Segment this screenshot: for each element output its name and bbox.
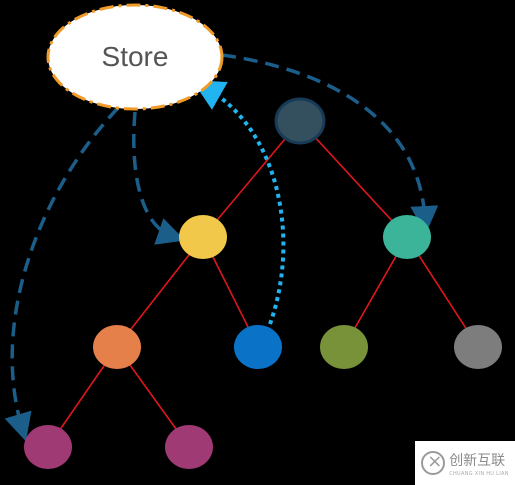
node-yellow <box>179 215 227 259</box>
node-gray <box>454 325 502 369</box>
node-green <box>320 325 368 369</box>
node-purple-right <box>165 425 213 469</box>
node-blue <box>234 325 282 369</box>
node-purple-left <box>24 425 72 469</box>
edge-root-yellow <box>202 120 301 238</box>
edge-root-teal <box>299 120 408 238</box>
store-node: Store <box>46 3 224 111</box>
node-teal <box>383 215 431 259</box>
store-label: Store <box>102 41 169 72</box>
tree-nodes <box>24 97 502 469</box>
watermark-logo-icon <box>421 451 446 475</box>
store-to-teal-arrow <box>221 53 439 234</box>
blue-to-store-arrow <box>192 80 286 325</box>
store-to-purple-arrow <box>4 106 120 442</box>
store-to-yellow-arrow <box>132 111 186 245</box>
watermark-subtext: CHUANG XIN HU LIAN <box>449 470 509 477</box>
store-ellipse <box>46 3 224 111</box>
edge-yellow-orange <box>116 236 204 348</box>
node-root <box>274 97 326 145</box>
node-orange <box>93 325 141 369</box>
watermark-text: 创新互联 <box>449 452 506 469</box>
watermark: 创新互联 CHUANG XIN HU LIAN <box>415 441 515 485</box>
